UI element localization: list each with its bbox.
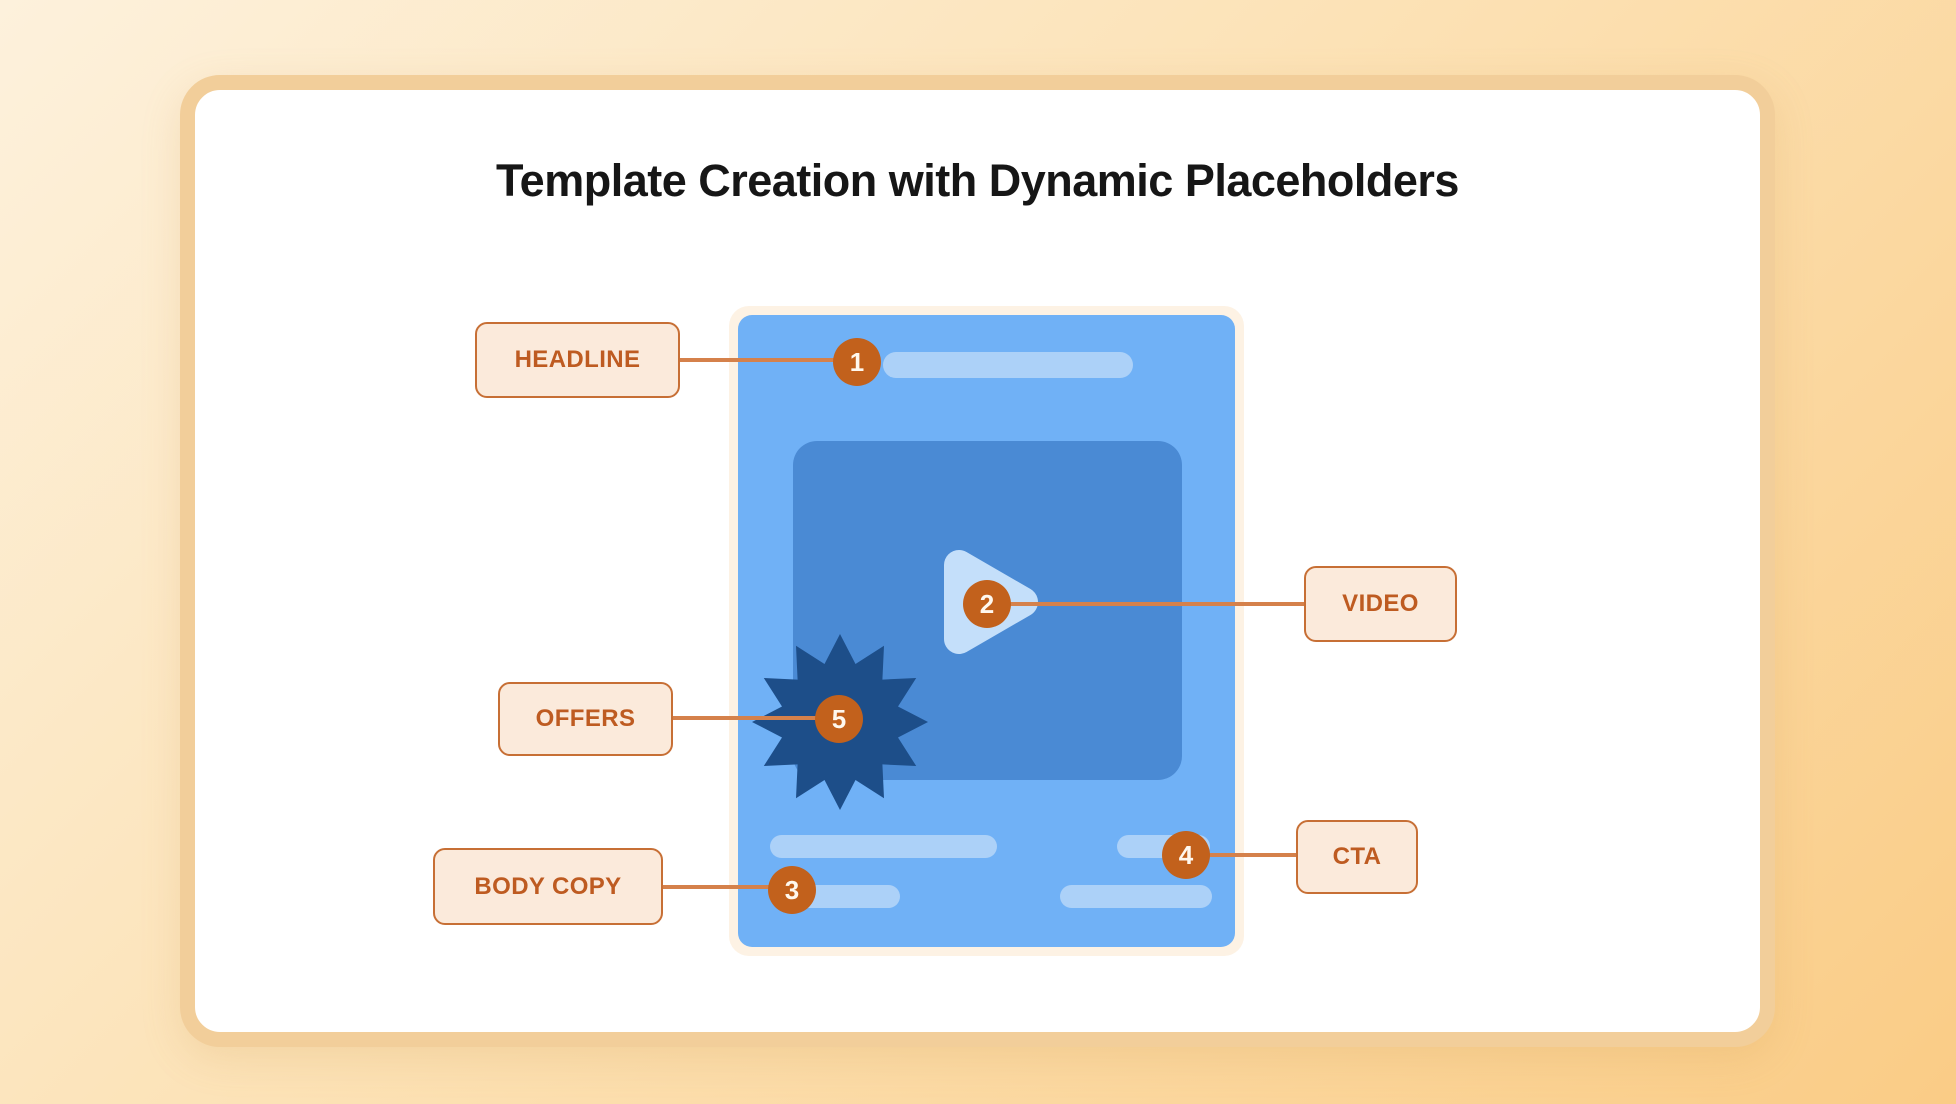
label-offers: OFFERS	[498, 682, 673, 756]
marker-1: 1	[833, 338, 881, 386]
label-headline: HEADLINE	[475, 322, 680, 398]
connector-offers	[671, 716, 841, 720]
label-video: VIDEO	[1304, 566, 1457, 642]
connector-headline	[678, 358, 860, 362]
cta-placeholder-bar-2	[1060, 885, 1212, 908]
headline-placeholder-bar	[883, 352, 1133, 378]
label-body-copy: BODY COPY	[433, 848, 663, 925]
connector-cta	[1185, 853, 1299, 857]
marker-5: 5	[815, 695, 863, 743]
marker-3: 3	[768, 866, 816, 914]
connector-video	[986, 602, 1306, 606]
marker-2: 2	[963, 580, 1011, 628]
label-cta: CTA	[1296, 820, 1418, 894]
page-title: Template Creation with Dynamic Placehold…	[496, 155, 1459, 206]
body-copy-bar-1	[770, 835, 997, 858]
marker-4: 4	[1162, 831, 1210, 879]
connector-body-copy	[661, 885, 794, 889]
